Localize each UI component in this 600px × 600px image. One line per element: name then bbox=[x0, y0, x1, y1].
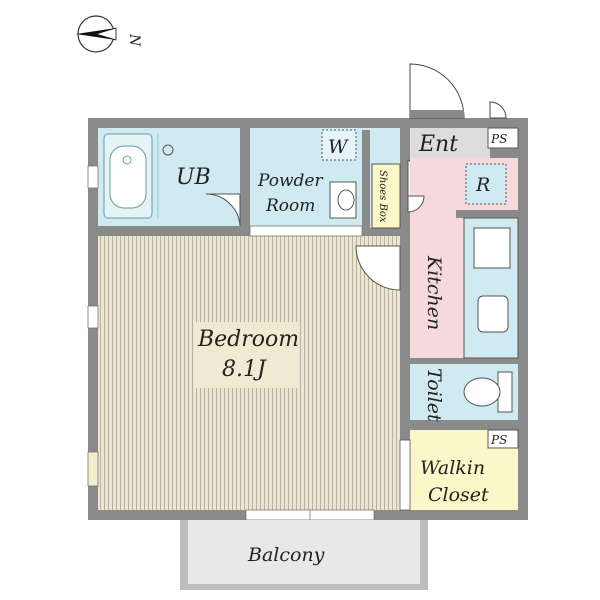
bedroom-size-label: 8.1J bbox=[222, 357, 267, 382]
washer-space bbox=[321, 129, 357, 161]
stove bbox=[473, 227, 511, 269]
kitchen-sink bbox=[477, 295, 509, 333]
refrigerator-space bbox=[465, 163, 507, 205]
balcony-area bbox=[188, 520, 420, 584]
balcony-label: Balcony bbox=[247, 544, 325, 566]
entrance-area bbox=[410, 128, 490, 158]
wash-basin bbox=[329, 181, 357, 219]
closet-door bbox=[399, 439, 411, 511]
entrance-label: Ent bbox=[418, 132, 458, 157]
pipe-space-top-label: PS bbox=[490, 132, 507, 146]
bedroom-label-bg bbox=[194, 322, 298, 388]
bath-door-swing bbox=[205, 193, 241, 227]
unit-bath-label: UB bbox=[176, 165, 211, 190]
toilet-bowl bbox=[463, 377, 501, 407]
refrigerator-label: R bbox=[475, 174, 490, 196]
bath-window bbox=[87, 165, 99, 189]
pipe-space-top bbox=[487, 127, 519, 149]
compass: N bbox=[76, 15, 142, 53]
walkin-closet-label-line1: Walkin bbox=[420, 457, 485, 479]
kitchen-label: Kitchen bbox=[423, 255, 445, 330]
walkin-closet-label-line2: Closet bbox=[428, 484, 489, 506]
toilet-label: Toilet bbox=[423, 368, 445, 422]
shower-head-icon bbox=[162, 144, 174, 156]
bedroom-door-swing bbox=[355, 245, 401, 291]
bedroom-label: Bedroom bbox=[197, 327, 299, 352]
pipe-space-door-swing bbox=[489, 101, 507, 119]
shoes-box bbox=[371, 163, 401, 229]
powder-room-label-line2: Room bbox=[265, 196, 315, 216]
powder-room-label-line1: Powder bbox=[257, 171, 323, 191]
pipe-space-closet bbox=[487, 429, 519, 449]
bedroom-side-window-2 bbox=[87, 451, 99, 487]
shoes-box-label: Shoes Box bbox=[377, 170, 388, 223]
powder-room-sliding-door bbox=[249, 225, 363, 237]
entrance-door-swing bbox=[409, 63, 465, 119]
pipe-space-closet-label: PS bbox=[490, 433, 507, 447]
bedroom-side-window bbox=[87, 305, 99, 329]
bathtub-basin bbox=[109, 145, 147, 209]
north-label: N bbox=[126, 33, 142, 47]
washer-label: W bbox=[328, 136, 349, 158]
